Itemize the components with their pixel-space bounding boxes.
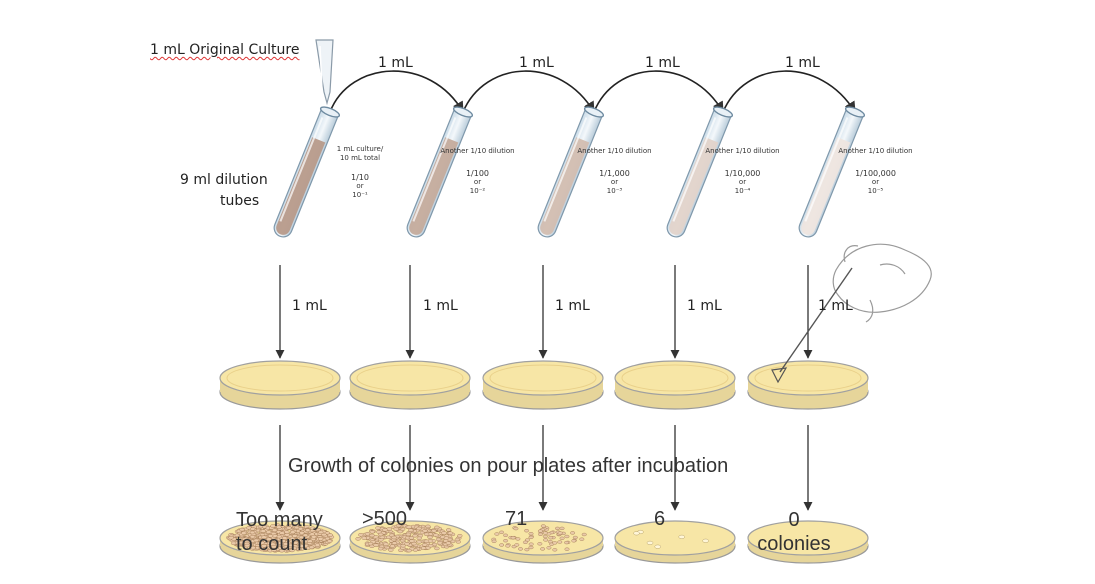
pipette-icon xyxy=(315,39,334,106)
colony-count-2: >500 xyxy=(362,508,408,530)
tube-1-power: 10⁻¹ xyxy=(352,191,368,199)
dilution-tubes-label-line2: tubes xyxy=(220,193,260,209)
colony-count-3: 71 xyxy=(505,508,528,530)
tube-4-top: Another 1/10 dilution xyxy=(705,147,780,155)
incubated-plate-3 xyxy=(482,520,604,564)
dilution-tubes-label-line1: 9 ml dilution xyxy=(180,172,268,188)
incubated-plate-2 xyxy=(349,520,471,564)
tube-4-liquid xyxy=(669,137,719,235)
transfer-label-3: 1 mL xyxy=(645,55,680,71)
colonies-plate-3 xyxy=(491,524,587,552)
pour-plate-1 xyxy=(219,360,341,410)
colony-count-1: Too many to count xyxy=(236,508,323,556)
plate-to-result-arrows xyxy=(275,425,813,511)
tube-3-text: Another 1/10 dilution 1/1,000 or 10⁻³ xyxy=(557,147,672,196)
pour-plate-4 xyxy=(614,360,736,410)
transfer-label-4: 1 mL xyxy=(785,55,820,71)
transfer-arc-4 xyxy=(722,70,856,113)
incubated-plate-1 xyxy=(219,520,341,564)
test-tube-4 xyxy=(666,106,734,238)
colony-count-1-line1: Too many xyxy=(236,509,323,531)
hand-with-spreader-icon xyxy=(771,243,932,384)
transfer-arc-3 xyxy=(593,70,724,113)
plate-transfer-label-2: 1 mL xyxy=(423,298,458,314)
tube-to-plate-arrows xyxy=(275,265,813,359)
tube-5-liquid xyxy=(801,137,851,235)
pour-plate-2 xyxy=(349,360,471,410)
colonies-plate-2 xyxy=(355,523,463,553)
plate-transfer-label-1: 1 mL xyxy=(292,298,327,314)
tube-3-fraction: 1/1,000 xyxy=(599,169,630,178)
tube-1-fraction: 1/10 xyxy=(351,173,369,182)
colony-count-1-line2: to count xyxy=(236,533,308,555)
tube-2-or: or xyxy=(473,178,482,186)
tube-5-text: Another 1/10 dilution 1/100,000 or 10⁻⁵ xyxy=(818,147,933,196)
transfer-label-1: 1 mL xyxy=(378,55,413,71)
tube-5-fraction: 1/100,000 xyxy=(855,169,896,178)
pour-plate-5 xyxy=(747,360,869,410)
tube-2-fraction: 1/100 xyxy=(465,169,490,178)
transfer-label-2: 1 mL xyxy=(519,55,554,71)
plate-transfer-label-4: 1 mL xyxy=(687,298,722,314)
tube-3-liquid xyxy=(540,137,590,235)
tube-5-power: 10⁻⁵ xyxy=(867,187,884,195)
tube-5-or: or xyxy=(871,178,880,186)
tube-4-fraction: 1/10,000 xyxy=(724,169,761,178)
tube-1-top-line2: 10 mL total xyxy=(339,154,381,162)
tube-2-top: Another 1/10 dilution xyxy=(440,147,515,155)
colony-count-5-line2: colonies xyxy=(757,533,831,555)
transfer-arc-1 xyxy=(329,70,464,113)
tube-4-power: 10⁻⁴ xyxy=(734,187,751,195)
test-tube-2 xyxy=(406,106,474,238)
tube-1-text: 1 mL culture/ 10 mL total 1/10 or 10⁻¹ xyxy=(330,145,390,200)
tube-2-text: Another 1/10 dilution 1/100 or 10⁻² xyxy=(420,147,535,196)
tube-4-text: Another 1/10 dilution 1/10,000 or 10⁻⁴ xyxy=(685,147,800,196)
tube-3-or: or xyxy=(610,178,619,186)
tube-2-liquid xyxy=(409,137,459,235)
colonies-plate-4 xyxy=(633,529,709,549)
test-tube-1 xyxy=(273,106,341,238)
colony-count-5-line1: 0 xyxy=(788,509,800,531)
incubated-plate-4 xyxy=(614,520,736,564)
plate-transfer-label-3: 1 mL xyxy=(555,298,590,314)
growth-caption: Growth of colonies on pour plates after … xyxy=(288,455,729,477)
tube-2-power: 10⁻² xyxy=(469,187,486,195)
tube-3-top: Another 1/10 dilution xyxy=(577,147,652,155)
tube-5-top: Another 1/10 dilution xyxy=(838,147,913,155)
tube-4-or: or xyxy=(738,178,747,186)
tube-3-power: 10⁻³ xyxy=(606,187,623,195)
tube-1-top-line1: 1 mL culture/ xyxy=(336,145,384,153)
colony-count-4: 6 xyxy=(654,508,666,530)
tube-1-liquid xyxy=(276,137,326,235)
colonies-plate-1 xyxy=(226,523,335,553)
tube-1-or: or xyxy=(356,182,364,190)
plate-transfer-label-5: 1 mL xyxy=(818,298,853,314)
pour-plate-3 xyxy=(482,360,604,410)
test-tube-5 xyxy=(798,106,866,238)
incubated-plate-5 xyxy=(747,520,869,564)
transfer-arc-2 xyxy=(462,70,595,113)
transfer-arcs xyxy=(329,70,856,113)
test-tube-3 xyxy=(537,106,605,238)
original-culture-label: 1 mL Original Culture xyxy=(150,42,300,58)
colony-count-5: 0 colonies xyxy=(752,508,836,556)
